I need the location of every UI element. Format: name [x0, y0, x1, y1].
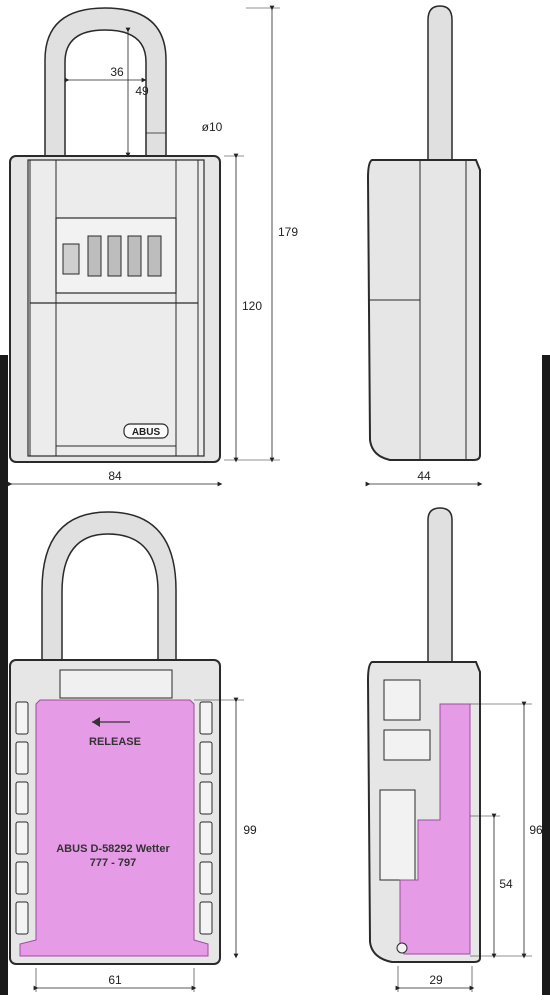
front-view: ABUS 36 49 ø10 179 120 84 — [7, 5, 298, 487]
dial-wheel-1 — [87, 235, 102, 277]
shackle — [44, 7, 167, 159]
side-interior-compartment — [399, 703, 471, 955]
dim-inner-total-height: 96 — [529, 823, 543, 837]
brand-logo-badge — [123, 423, 169, 439]
side-view: 44 — [365, 5, 483, 487]
dim-body-width: 84 — [108, 469, 122, 483]
open-side-view: 96 54 29 — [366, 507, 543, 992]
right-edge-band — [542, 355, 550, 995]
left-edge-band — [0, 355, 8, 995]
dim-inner-width: 61 — [108, 973, 122, 987]
address-line-1: ABUS D-58292 Wetter — [56, 843, 170, 855]
open-front-view: RELEASE ABUS D-58292 Wetter 777 - 797 99… — [9, 511, 257, 992]
dim-inner-lower-height: 54 — [499, 877, 513, 891]
open-side-shackle — [427, 507, 453, 691]
lockbox-face — [27, 159, 205, 457]
dial-wheel-2 — [107, 235, 122, 277]
dim-shackle-width: 36 — [110, 65, 124, 79]
hinge-pin — [396, 942, 408, 954]
top-mechanism — [59, 669, 173, 699]
brand-logo-text: ABUS — [132, 427, 161, 438]
address-line-2: 777 - 797 — [90, 857, 136, 869]
dim-inner-height: 99 — [243, 823, 257, 837]
dim-body-height: 120 — [242, 299, 262, 313]
dial-wheel-3 — [127, 235, 142, 277]
dial-wheel-4 — [147, 235, 162, 277]
side-shackle — [427, 5, 453, 161]
dim-inner-depth: 29 — [429, 973, 443, 987]
release-label: RELEASE — [89, 736, 141, 748]
dim-shackle-height: 49 — [135, 84, 149, 98]
dim-body-depth: 44 — [417, 469, 431, 483]
dim-shackle-diameter: ø10 — [202, 120, 223, 134]
release-slider — [62, 243, 80, 275]
side-body — [366, 159, 481, 461]
interior-compartment — [19, 699, 209, 957]
dim-total-height: 179 — [278, 225, 298, 239]
